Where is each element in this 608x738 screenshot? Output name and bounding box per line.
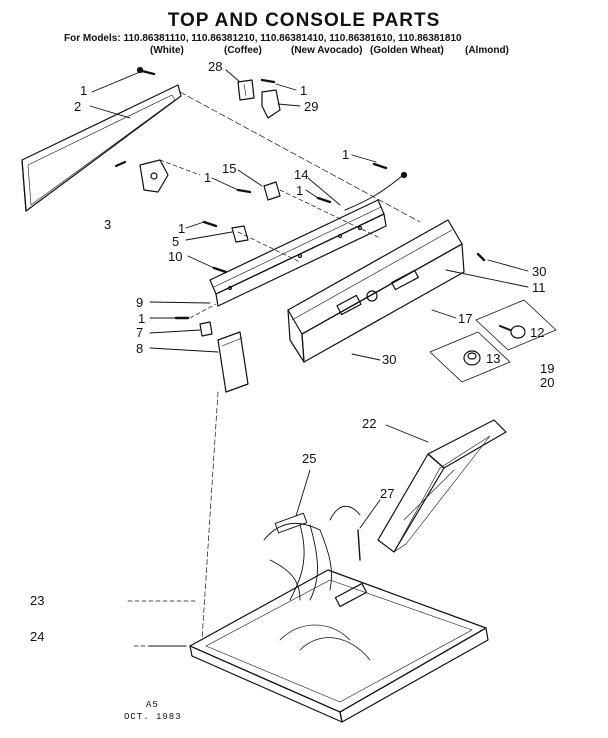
color-label-golden-wheat: (Golden Wheat): [370, 45, 444, 56]
lint-panel-part-22: [378, 420, 506, 552]
top-lid-part-24: [190, 570, 488, 722]
diagram-title: TOP AND CONSOLE PARTS: [167, 10, 441, 31]
screw-icon: [262, 80, 274, 82]
footer-date: OCT. 1983: [124, 712, 182, 722]
rear-panel-part-2: [22, 85, 181, 211]
models-line: For Models: 110.86381110, 110.86381210, …: [64, 33, 462, 44]
callout-20: 20: [540, 375, 555, 390]
callout-12: 12: [530, 325, 545, 340]
callout-9: 9: [136, 295, 144, 310]
callout-1-c: 1: [342, 147, 350, 162]
callout-8: 8: [136, 341, 144, 356]
console-bracket-part-9: [210, 200, 386, 306]
callout-2: 2: [74, 99, 82, 114]
color-label-almond: (Almond): [465, 45, 509, 56]
callout-15: 15: [222, 161, 237, 176]
callout-24: 24: [30, 629, 45, 644]
callout-27: 27: [380, 486, 395, 501]
callout-1-b: 1: [300, 83, 308, 98]
callout-13: 13: [486, 351, 501, 366]
switch-part-8: [218, 332, 248, 392]
footer-code: A5: [146, 700, 159, 710]
callout-28: 28: [208, 59, 223, 74]
callout-1-g: 1: [138, 311, 146, 326]
color-label-new-avocado: (New Avocado): [291, 45, 363, 56]
callout-7: 7: [136, 325, 144, 340]
console-panel-part-11: [288, 220, 464, 362]
screw-icon: [176, 164, 484, 318]
callout-5: 5: [172, 234, 180, 249]
color-label-white: (White): [150, 45, 184, 56]
switch-part-3: [116, 160, 200, 192]
callout-3: 3: [104, 217, 112, 232]
callout-22: 22: [362, 416, 377, 431]
knob-part-13: [430, 332, 510, 382]
bracket-part-28: [238, 80, 254, 100]
callout-10: 10: [168, 249, 183, 264]
screw-icon: [138, 68, 155, 75]
callout-29: 29: [304, 99, 319, 114]
callout-11: 11: [532, 280, 546, 295]
callout-leaders: [90, 70, 528, 646]
callout-1-f: 1: [178, 221, 186, 236]
callout-30-b: 30: [382, 352, 397, 367]
callout-30-a: 30: [532, 264, 547, 279]
callout-17: 17: [458, 311, 473, 326]
callout-14: 14: [294, 167, 309, 182]
callout-25: 25: [302, 451, 317, 466]
knob-part-12: [476, 300, 556, 350]
clip-part-29: [262, 90, 280, 118]
callout-1-e: 1: [296, 183, 304, 198]
callout-1-d: 1: [204, 170, 212, 185]
callout-23: 23: [30, 593, 45, 608]
callout-1-a: 1: [80, 83, 88, 98]
callout-19: 19: [540, 361, 555, 376]
color-label-coffee: (Coffee): [224, 45, 262, 56]
wire-harness-part-25: [264, 506, 360, 600]
